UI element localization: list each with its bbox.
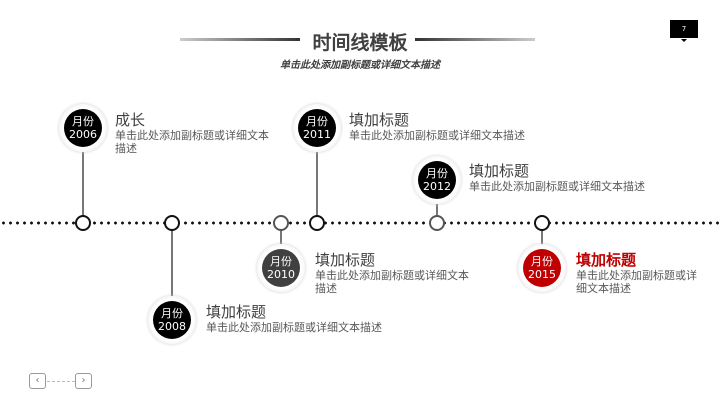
event-title: 填加标题 [315,251,376,269]
page-subtitle: 单击此处添加副标题或详细文本描述 [280,60,440,71]
event-desc: 单击此处添加副标题或详细文本描述 [115,129,269,155]
connector-2006 [82,150,84,216]
timeline-node-2008 [164,215,180,231]
timeline-node-2015 [534,215,550,231]
connector-2012 [436,202,438,216]
event-title: 填加标题 [349,111,410,129]
page-title: 时间线模板 [312,32,408,54]
event-desc: 单击此处添加副标题或详细文本描述 [206,321,382,334]
timeline-node-2012 [429,215,445,231]
event-title-highlight: 填加标题 [576,251,637,269]
badge-year: 2006 [69,128,97,141]
badge-month: 月份 [161,307,183,320]
timeline-node-2006 [75,215,91,231]
badge-year: 2010 [267,268,295,281]
connector-2015 [541,230,543,248]
event-title: 填加标题 [469,162,530,180]
next-slide-button[interactable]: › [75,373,92,389]
timeline-axis [0,221,720,225]
badge-year: 2012 [423,180,451,193]
timeline-node-2010 [273,215,289,231]
prev-slide-button[interactable]: ‹ [29,373,46,389]
title-decor-line-right [415,38,535,41]
badge-month: 月份 [531,255,553,268]
badge-month: 月份 [426,167,448,180]
timeline-node-2011 [309,215,325,231]
connector-2008 [171,230,173,300]
badge-month: 月份 [270,255,292,268]
event-title: 成长 [115,111,146,129]
badge-year: 2008 [158,320,186,333]
event-desc: 单击此处添加副标题或详细文本描述 [576,269,697,295]
nav-divider [47,381,75,382]
badge-year: 2015 [528,268,556,281]
page-number-badge: 7 [670,20,698,42]
badge-month: 月份 [306,115,328,128]
event-desc: 单击此处添加副标题或详细文本描述 [315,269,469,295]
badge-year: 2011 [303,128,331,141]
event-title: 填加标题 [206,303,267,321]
event-desc: 单击此处添加副标题或详细文本描述 [349,129,525,142]
title-decor-line-left [180,38,300,41]
event-desc: 单击此处添加副标题或详细文本描述 [469,180,645,193]
badge-month: 月份 [72,115,94,128]
connector-2010 [280,230,282,248]
connector-2011 [316,150,318,216]
